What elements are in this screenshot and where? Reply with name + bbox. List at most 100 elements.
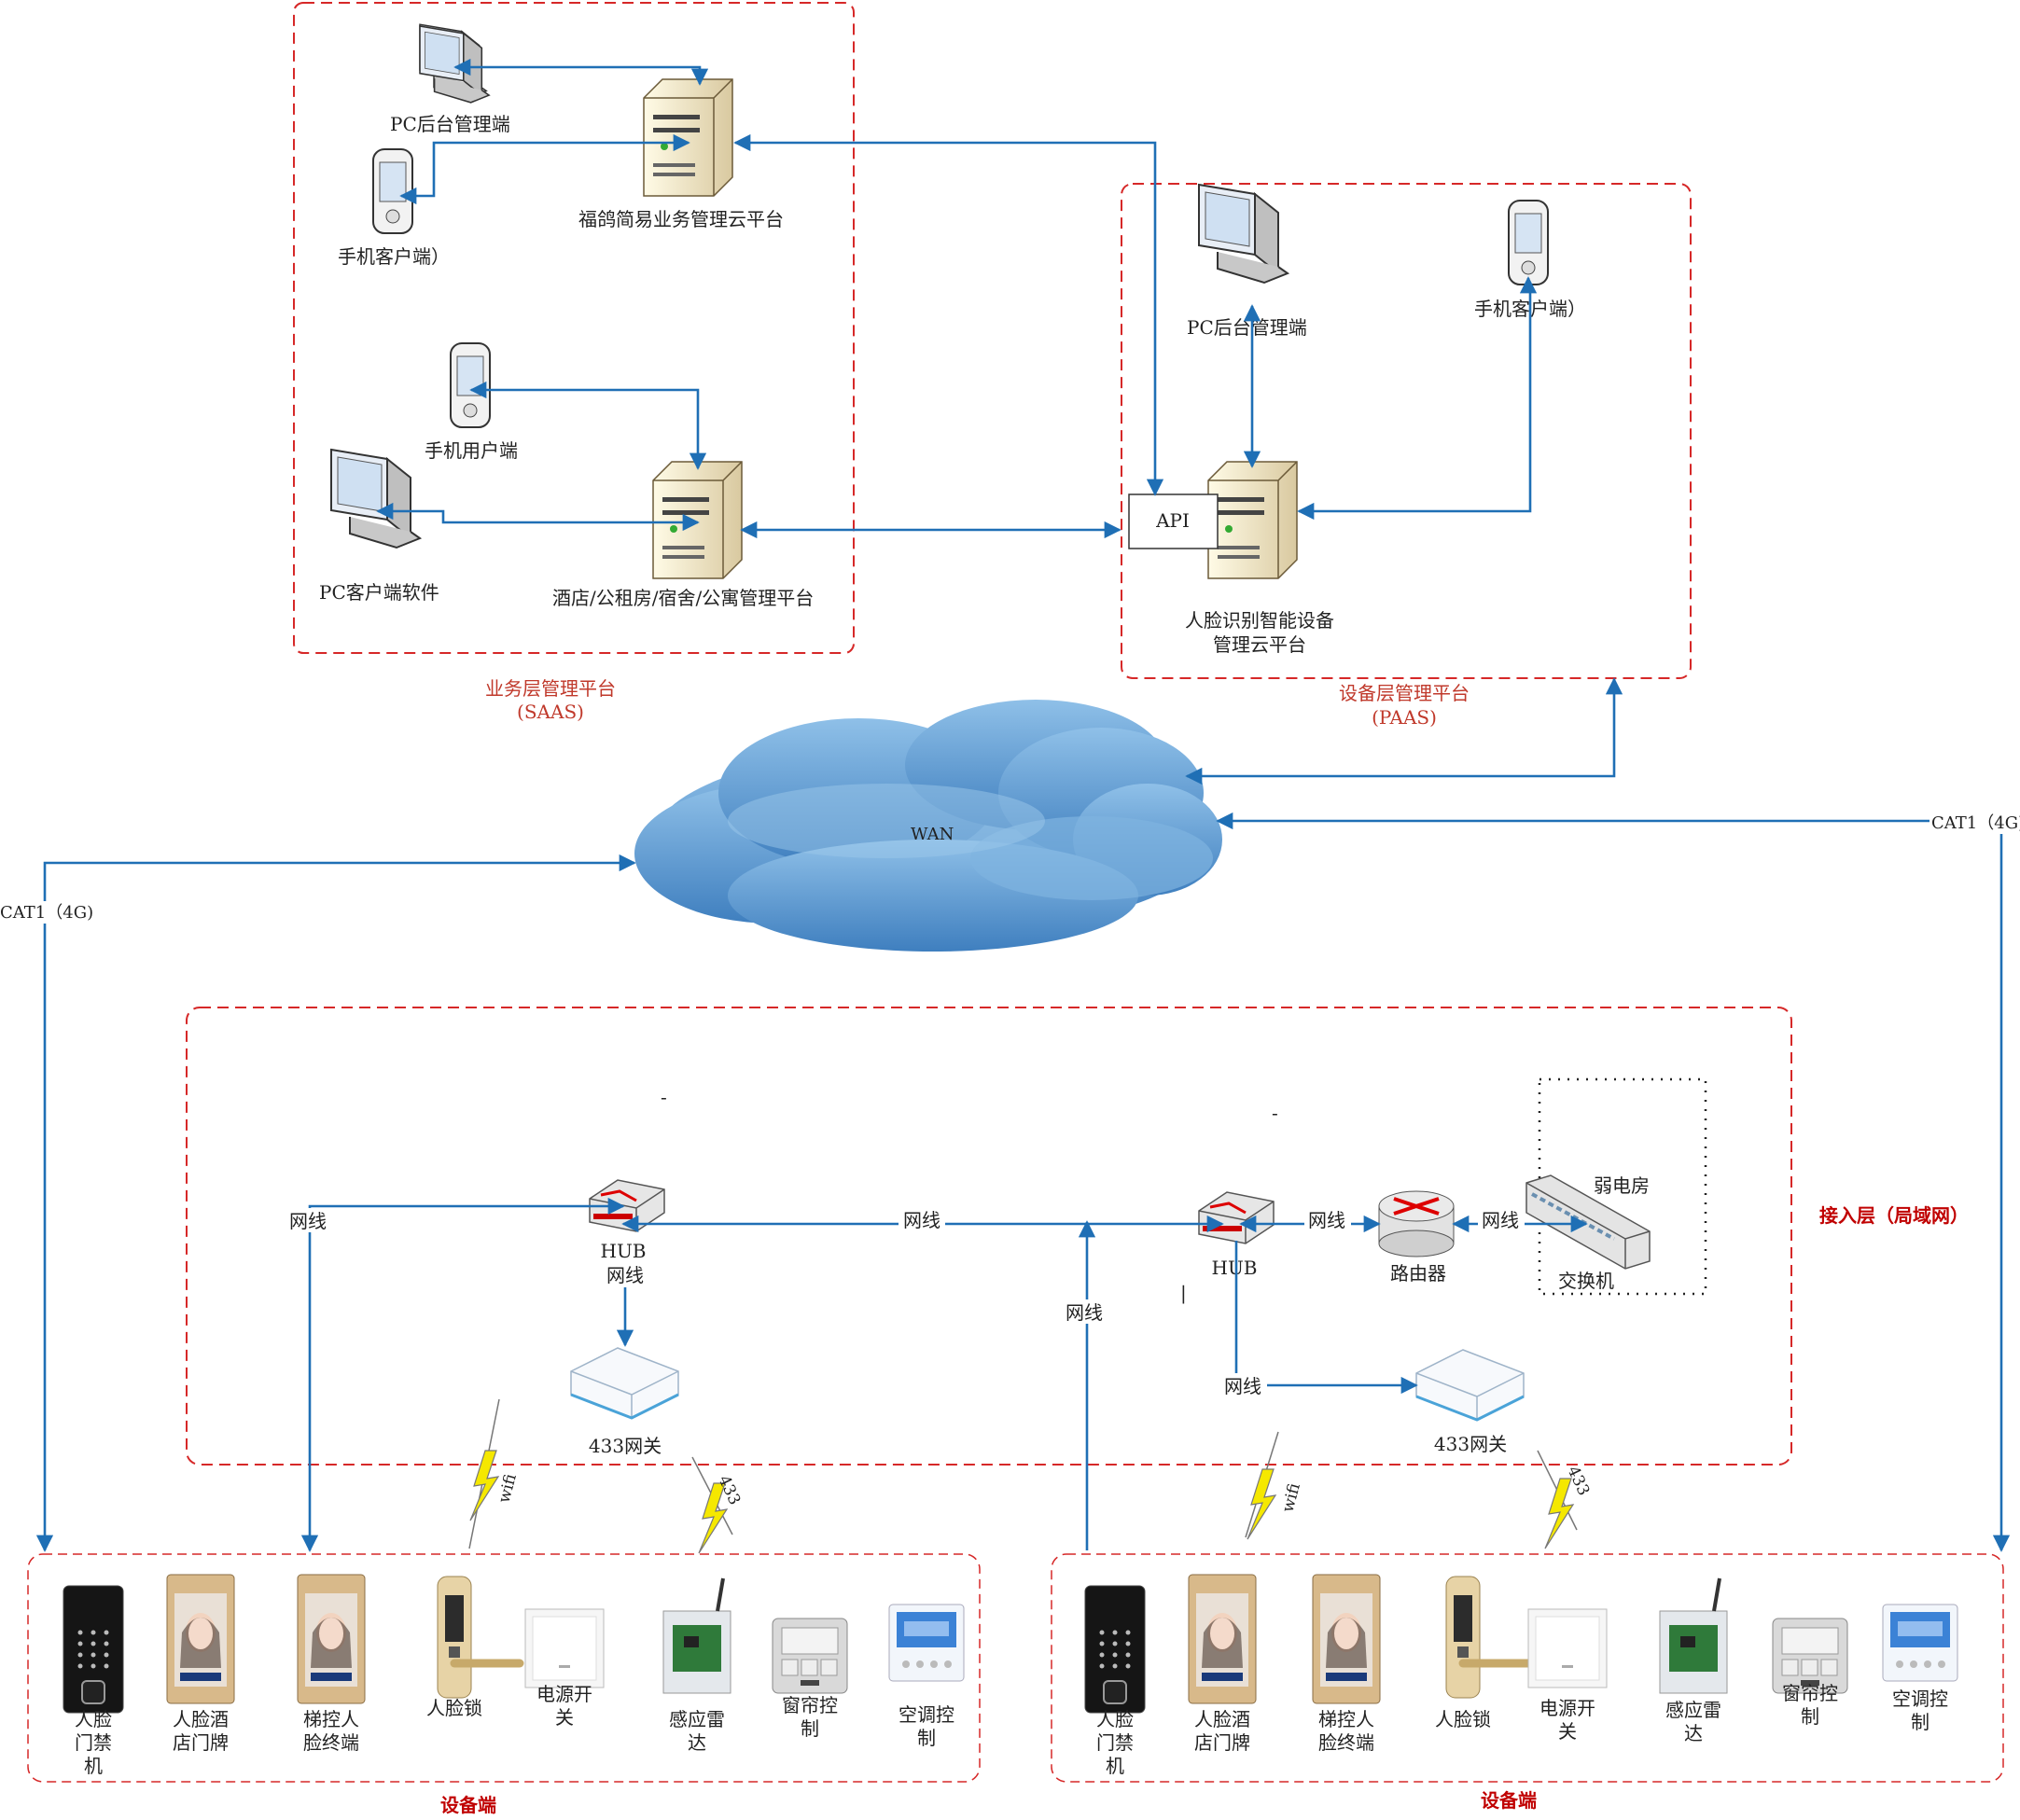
hotel-platform-label: 酒店/公租房/宿舍/公寓管理平台 [552, 587, 814, 609]
devices-right-icons [1084, 1574, 1958, 1714]
cable-label: 网线 [1066, 1301, 1103, 1324]
pc-client-software-label: PC客户端软件 [319, 581, 439, 604]
radar-sensor-icon [662, 1577, 731, 1694]
face-door-plate-icon [1188, 1574, 1257, 1704]
face-door-plate-icon [166, 1574, 235, 1704]
dash-mark-left: - [661, 1086, 667, 1108]
face-lock-icon [437, 1576, 524, 1699]
devices-left-icons [63, 1574, 965, 1714]
power-switch-icon [1527, 1608, 1608, 1688]
face-cloud-label-2: 管理云平台 [1213, 633, 1306, 656]
wireless-signals: wifi wifi 433 433 [468, 1398, 1593, 1554]
switch-label: 交换机 [1558, 1270, 1614, 1292]
device-label: 关 [1558, 1720, 1577, 1743]
device-label: 人脸 [75, 1708, 112, 1730]
hub-right-icon [1197, 1190, 1275, 1245]
paas-pc-admin-monitor-icon [1198, 184, 1289, 284]
device-label: 梯控人 [303, 1708, 359, 1730]
hub-right-label: HUB [1212, 1257, 1258, 1279]
gateway-right-label: 433网关 [1434, 1433, 1507, 1455]
saas-region [293, 2, 855, 654]
device-label: 人脸 [1096, 1708, 1134, 1730]
device-label: 机 [1106, 1755, 1124, 1777]
cat1-left-label: CAT1（4G) [0, 903, 93, 923]
power-switch-icon [524, 1608, 605, 1688]
tick-mark: | [1180, 1282, 1187, 1305]
paas-pc-admin-label: PC后台管理端 [1187, 316, 1307, 339]
saas-pc-admin-label: PC后台管理端 [390, 113, 510, 135]
device-label: 店门牌 [1194, 1731, 1250, 1754]
device-label: 制 [801, 1717, 819, 1740]
cable-label: 网线 [903, 1209, 940, 1231]
face-cloud-label-1: 人脸识别智能设备 [1185, 609, 1334, 632]
mobile-user-phone-icon [450, 342, 491, 428]
device-label: 门禁 [75, 1731, 112, 1754]
cable-label: 网线 [1308, 1209, 1345, 1231]
saas-title: 业务层管理平台 [485, 677, 616, 700]
device-label: 感应雷 [669, 1708, 725, 1730]
device-label: 窗帘控 [1782, 1682, 1838, 1704]
wifi-label: wifi [495, 1472, 521, 1505]
radar-sensor-icon [1659, 1577, 1728, 1694]
devices-right-region [1051, 1553, 2004, 1783]
device-label: 制 [1911, 1711, 1929, 1733]
weak-room-label: 弱电房 [1594, 1174, 1650, 1197]
hub-left-cable-label: 网线 [606, 1264, 644, 1286]
pc-client-monitor-icon [330, 449, 421, 549]
cable-label: 网线 [1482, 1209, 1519, 1231]
devices-right-title: 设备端 [1481, 1789, 1537, 1812]
api-box [1128, 493, 1219, 549]
cat1-left-bg [0, 901, 89, 924]
access-layer-title: 接入层（局域网） [1819, 1204, 1969, 1227]
device-label: 制 [1801, 1705, 1819, 1728]
api-label: API [1155, 509, 1190, 532]
mobile-client-phone-icon [372, 148, 413, 234]
router-icon [1378, 1190, 1455, 1257]
cat1-right-label: CAT1（4G) [1931, 813, 2020, 833]
cable-label: 网线 [289, 1210, 327, 1232]
cable-label: 网线 [1224, 1375, 1261, 1397]
paas-title: 设备层管理平台 [1339, 682, 1470, 704]
hub-left-label: HUB [601, 1240, 647, 1262]
device-label: 梯控人 [1318, 1708, 1374, 1730]
router-label: 路由器 [1390, 1262, 1446, 1285]
business-cloud-server-icon [643, 78, 733, 197]
face-lock-icon [1445, 1576, 1533, 1699]
cat1-right-bg [1929, 812, 2020, 834]
device-label: 电源开 [1539, 1697, 1595, 1719]
device-label: 店门牌 [173, 1731, 229, 1754]
device-label: 空调控 [899, 1703, 954, 1726]
devices-left-labels: 人脸门禁机人脸酒店门牌梯控人脸终端人脸锁电源开关感应雷达窗帘控制空调控制 [75, 1683, 954, 1777]
device-label: 达 [1684, 1722, 1703, 1744]
pc-admin-monitor-icon [419, 25, 490, 104]
device-label: 制 [917, 1727, 936, 1749]
paas-subtitle: (PAAS) [1372, 706, 1437, 729]
device-label: 达 [688, 1731, 706, 1754]
gateway-right-icon [1414, 1348, 1525, 1422]
devices-left-region [27, 1553, 981, 1783]
hotel-platform-server-icon [652, 461, 743, 579]
ac-control-icon [888, 1604, 965, 1682]
paas-mobile-client-phone-icon [1508, 200, 1549, 285]
ac-control-icon [1882, 1604, 1958, 1682]
device-label: 人脸酒 [1194, 1708, 1250, 1730]
wifi-label: wifi [1279, 1481, 1304, 1514]
device-label: 脸终端 [1318, 1731, 1374, 1754]
dash-mark-right: - [1272, 1102, 1278, 1124]
mobile-user-label: 手机用户端 [425, 439, 518, 462]
gateway-left-label: 433网关 [589, 1435, 662, 1457]
wan-cloud [634, 700, 1222, 952]
paas-region [1121, 183, 1692, 679]
paas-wires [1185, 276, 1623, 785]
devices-left-title: 设备端 [440, 1794, 496, 1816]
device-label: 电源开 [536, 1683, 592, 1705]
elevator-face-terminal-icon [1312, 1574, 1381, 1704]
device-label: 门禁 [1096, 1731, 1134, 1754]
access-layer-region [186, 1007, 1792, 1466]
saas-subtitle: (SAAS) [517, 701, 584, 723]
curtain-control-icon [1772, 1618, 1848, 1694]
device-label: 感应雷 [1665, 1699, 1721, 1721]
device-label: 人脸酒 [173, 1708, 229, 1730]
face-cloud-server-icon [1207, 461, 1298, 579]
device-label: 窗帘控 [782, 1694, 838, 1716]
